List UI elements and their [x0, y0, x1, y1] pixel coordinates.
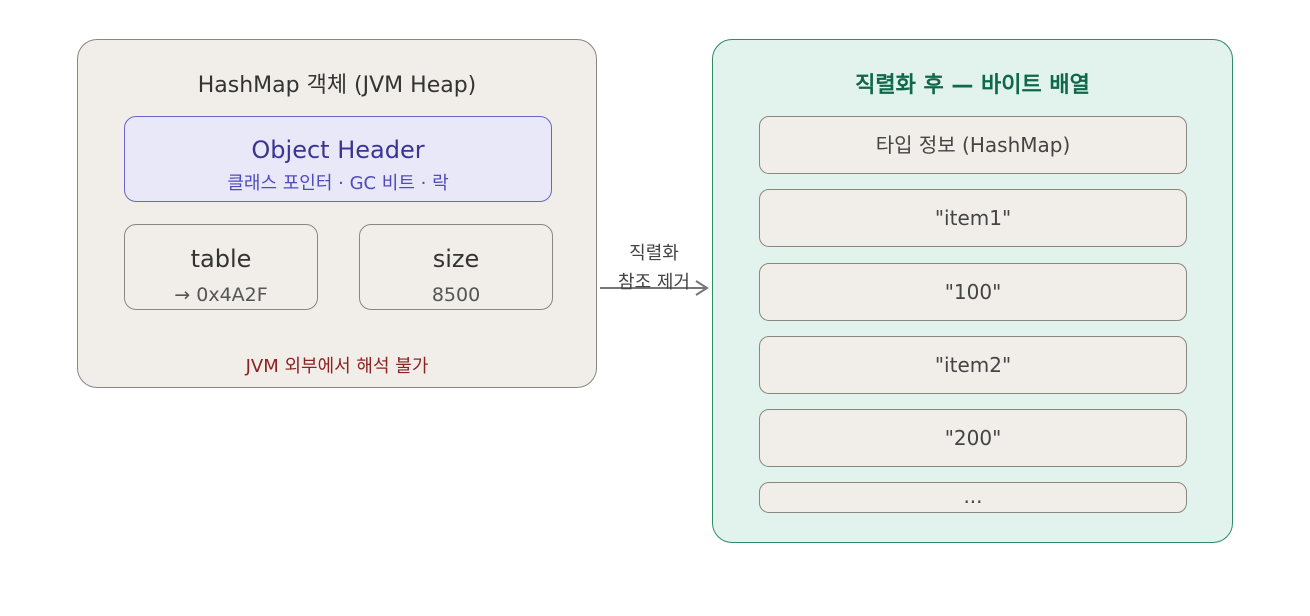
field-table-box: table → 0x4A2F	[124, 224, 318, 310]
jvm-heap-panel: HashMap 객체 (JVM Heap) Object Header 클래스 …	[77, 39, 597, 388]
field-size-name: size	[432, 245, 480, 273]
heap-panel-title: HashMap 객체 (JVM Heap)	[197, 73, 477, 98]
field-table-value: → 0x4A2F	[174, 284, 268, 306]
object-header-title: Object Header	[251, 136, 425, 164]
byte-row-key-2: "item2"	[759, 336, 1187, 394]
field-size-value: 8500	[431, 284, 481, 306]
field-size-box: size 8500	[359, 224, 553, 310]
byte-row-key-1: "item1"	[759, 189, 1187, 247]
serialize-arrow	[600, 280, 709, 296]
arrow-label-serialize: 직렬화	[629, 243, 679, 264]
arrow-label-remove-refs: 참조 제거	[618, 272, 690, 293]
object-header-box: Object Header 클래스 포인터 · GC 비트 · 락	[124, 116, 552, 202]
object-header-subtitle: 클래스 포인터 · GC 비트 · 락	[227, 173, 449, 194]
arrow-head	[695, 280, 709, 296]
serialized-panel: 직렬화 후 — 바이트 배열 타입 정보 (HashMap) "item1" "…	[712, 39, 1233, 543]
byte-row-type-info: 타입 정보 (HashMap)	[759, 116, 1187, 174]
heap-note: JVM 외부에서 해석 불가	[245, 356, 429, 377]
byte-row-value-1: "100"	[759, 263, 1187, 321]
serialized-panel-title: 직렬화 후 — 바이트 배열	[855, 73, 1090, 98]
byte-row-value-2: "200"	[759, 409, 1187, 467]
byte-row-ellipsis: ...	[759, 482, 1187, 513]
field-table-name: table	[190, 245, 252, 273]
